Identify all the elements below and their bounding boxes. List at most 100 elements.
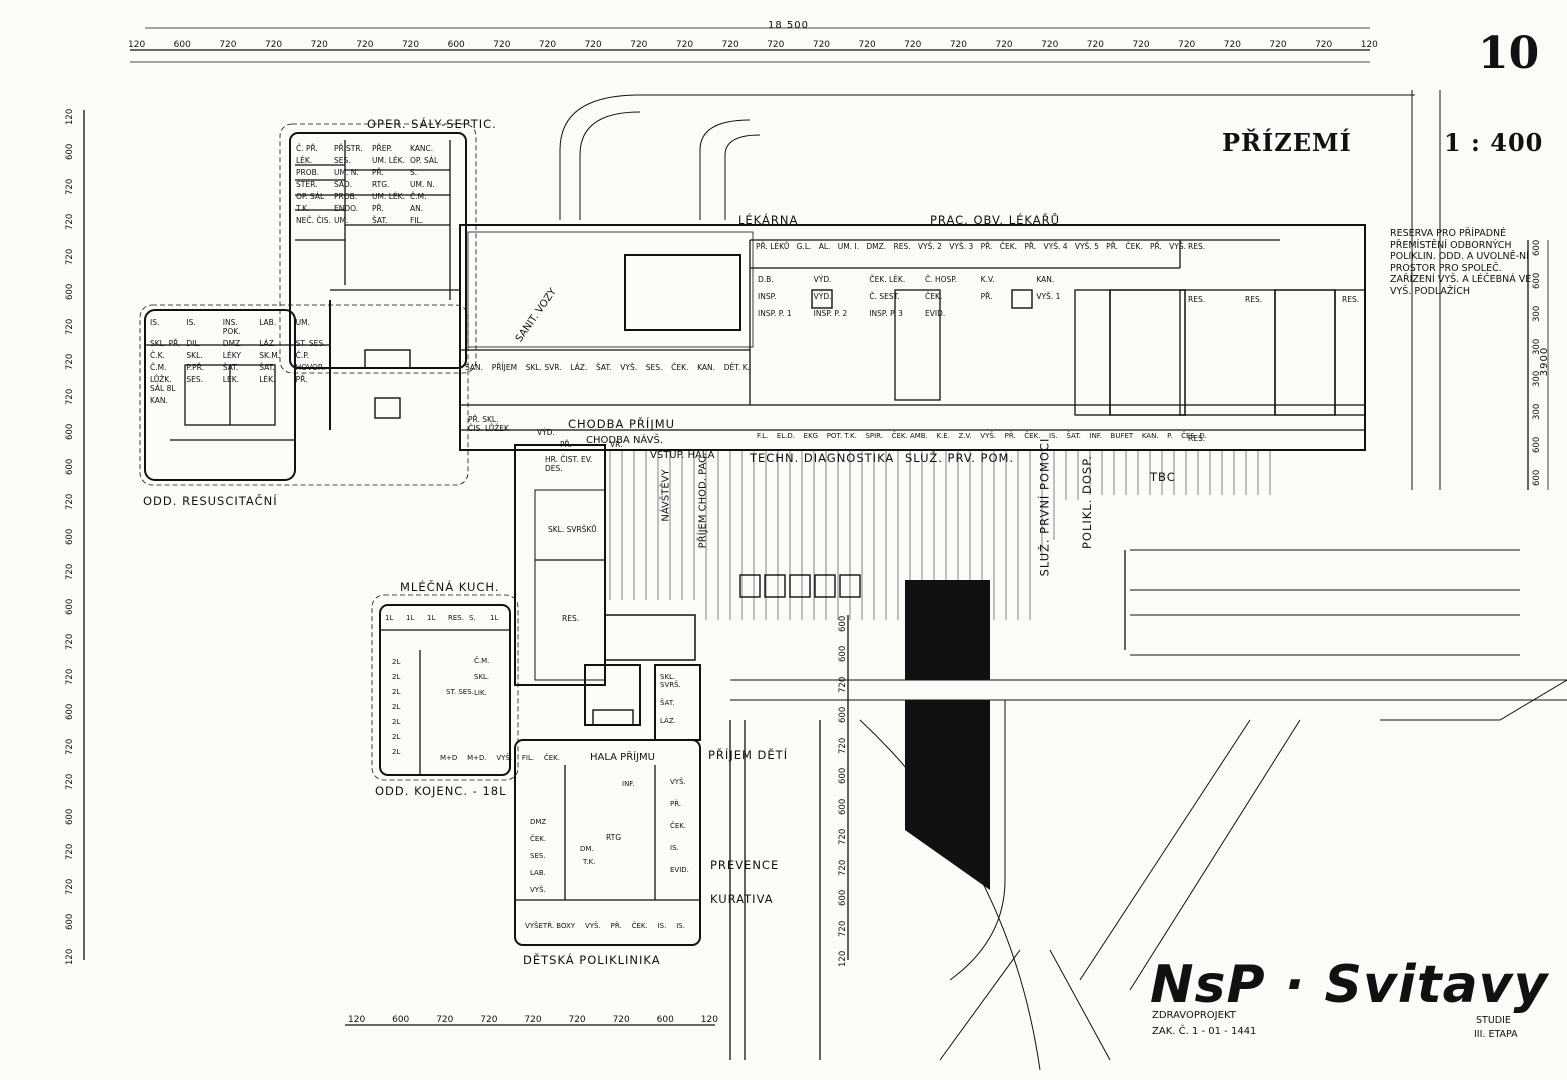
dept-children-clinic: DĚTSKÁ POLIKLINIKA [523,953,661,967]
room-label: VYŠ. [584,922,601,930]
dim-label: 600 [65,808,75,825]
dim-label: 600 [447,40,465,50]
room-label: Z.V. [958,432,972,440]
room-label: ŠAT. [1066,432,1081,440]
room-label: PROB. [296,168,320,177]
drawing-scale: 1 : 400 [1444,128,1544,157]
room-label: SK.M. [259,351,281,360]
room-label: LÉKY [222,351,241,360]
room-label: ČEK. [1024,432,1041,440]
dim-label: 720 [767,40,785,50]
room-label: LÉK. [222,375,240,384]
room-label: LÁZ. [259,339,277,348]
room-label: M+D. [467,754,487,762]
sheet-number: 10 [1478,28,1540,79]
room-label: INF. [622,780,635,788]
dim-label: 720 [630,40,648,50]
room-label: PŘ. [980,292,993,301]
room-label: ST. SES. [295,339,326,348]
dim-label: 720 [65,773,75,790]
room-label: SKL. PŘ. [150,339,181,348]
dim-label: 720 [65,318,75,335]
room-label: VYŠ. [620,363,638,372]
room-label: PŘ. LÉKŮ [756,242,790,251]
bottom-dimension-row: 120 600 720 720 720 720 720 600 120 [348,1015,718,1025]
room-label: IS. [186,318,196,327]
reserve-note: RESERVA PRO PŘÍPADNÉ PŘEMÍSTĚNÍ ODBORNÝC… [1390,228,1532,297]
room-label: OP. SÁL [410,156,439,165]
dim-label: 720 [838,920,848,937]
room-label: EL.D. [776,432,796,440]
dept-adult-clinic: POLIKL. DOSP. [1080,454,1095,550]
dim-label: 720 [584,40,602,50]
dept-operating: OPER. SÁLY-SEPTIC. [367,117,497,131]
room-label: PŘ. [1004,432,1016,440]
room-label: INF. [1089,432,1102,440]
dept-first-aid-service: SLUŽ. PRV. POM. [905,451,1015,465]
dept-first-aid-vertical: SLUŽ. PRVNÍ POMOCI [1037,437,1052,577]
room-label: IS. [657,922,667,930]
room-label: K.E. [936,432,950,440]
room-label: SES. [645,363,663,372]
room-label: Č. HOSP. [925,275,958,284]
dim-label: 720 [436,1015,454,1025]
room-label: RES. [1188,434,1206,443]
room-label: PŘ. SKL. ČIS. LŮŽEK [468,415,509,433]
room-label: Č. PŘ. [296,144,318,153]
dim-label: 720 [1132,40,1150,50]
dim-label: 600 [65,423,75,440]
milk-kitchen-core: Č.M. SKL. LIK. [474,657,494,697]
room-label: UM. [334,216,349,225]
room-label: ČEK. [631,922,648,930]
dim-label: 120 [700,1015,718,1025]
room-label: DMZ [530,818,547,826]
room-label: KANC. [410,144,434,153]
room-label: VÝD. [813,292,832,301]
room-label: NEČ. ČIS. [296,216,331,225]
pharmacy-core-rooms: D.B. VÝD. ČEK. LÉK. Č. HOSP. K.V. KAN. I… [758,275,1088,318]
room-label: PROB. [334,192,358,201]
room-label: VYŠETŘ. BOXY [525,922,576,930]
dim-label: 720 [65,248,75,265]
dim-label: 720 [480,1015,498,1025]
dim-label: 600 [656,1015,674,1025]
dim-label: 600 [392,1015,410,1025]
stage-label: III. ETAPA [1474,1029,1518,1040]
dim-label: 720 [65,878,75,895]
dept-tbc: TBC [1150,470,1176,484]
room-label: S. [410,168,418,177]
room-label: ČEK. [671,363,689,372]
room-label: HOVOR. [295,363,326,372]
room-label: DM. [580,845,594,853]
children-bottom-row: VYŠETŘ. BOXY VYŠ. PŘ. ČEK. IS. IS. [525,922,685,930]
room-label: PŘÍSTR. [334,144,363,153]
room-label: ČEK. LÉK. [869,275,906,284]
room-label: POT. T.K. [826,432,857,440]
dim-label: 720 [310,40,328,50]
room-label: STER. [296,180,318,189]
room-label: LAB. [530,869,546,877]
room-label: ČES. D. [1181,432,1207,440]
dim-label: 720 [949,40,967,50]
room-label: VR. [610,440,623,449]
resuscitation-rooms: IS. IS. INS. POK. LAB. UM. SKL. PŘ. DIL.… [150,318,330,405]
dept-resuscitation: ODD. RESUSCITAČNÍ [143,494,278,508]
dept-children-reception: PŘÍJEM DĚTÍ [708,748,789,762]
room-label: INSP. P. 1 [758,309,792,318]
dim-label: 600 [838,889,848,907]
room-label: DMZ. [222,339,243,348]
room-label: T.K. [583,858,596,866]
reserve-area-label: RES. [1188,295,1206,304]
dim-label: 120 [348,1015,366,1025]
dim-label: 720 [1315,40,1333,50]
dept-reception-corridor: CHODBA PŘÍJMU [568,417,676,431]
dim-label: 720 [838,737,848,754]
room-label: SKL. SVRŠ. [660,673,681,689]
room-label: UM. LÉK. [372,192,405,201]
room-label: VYŠ. 2 [917,242,942,251]
room-label: 1L [406,614,415,622]
room-label: PŘ. [295,375,308,384]
room-label: UM. N. [334,168,359,177]
room-label: SKL. SVRŠKŮ [548,525,597,534]
room-label: 2L [392,703,401,711]
